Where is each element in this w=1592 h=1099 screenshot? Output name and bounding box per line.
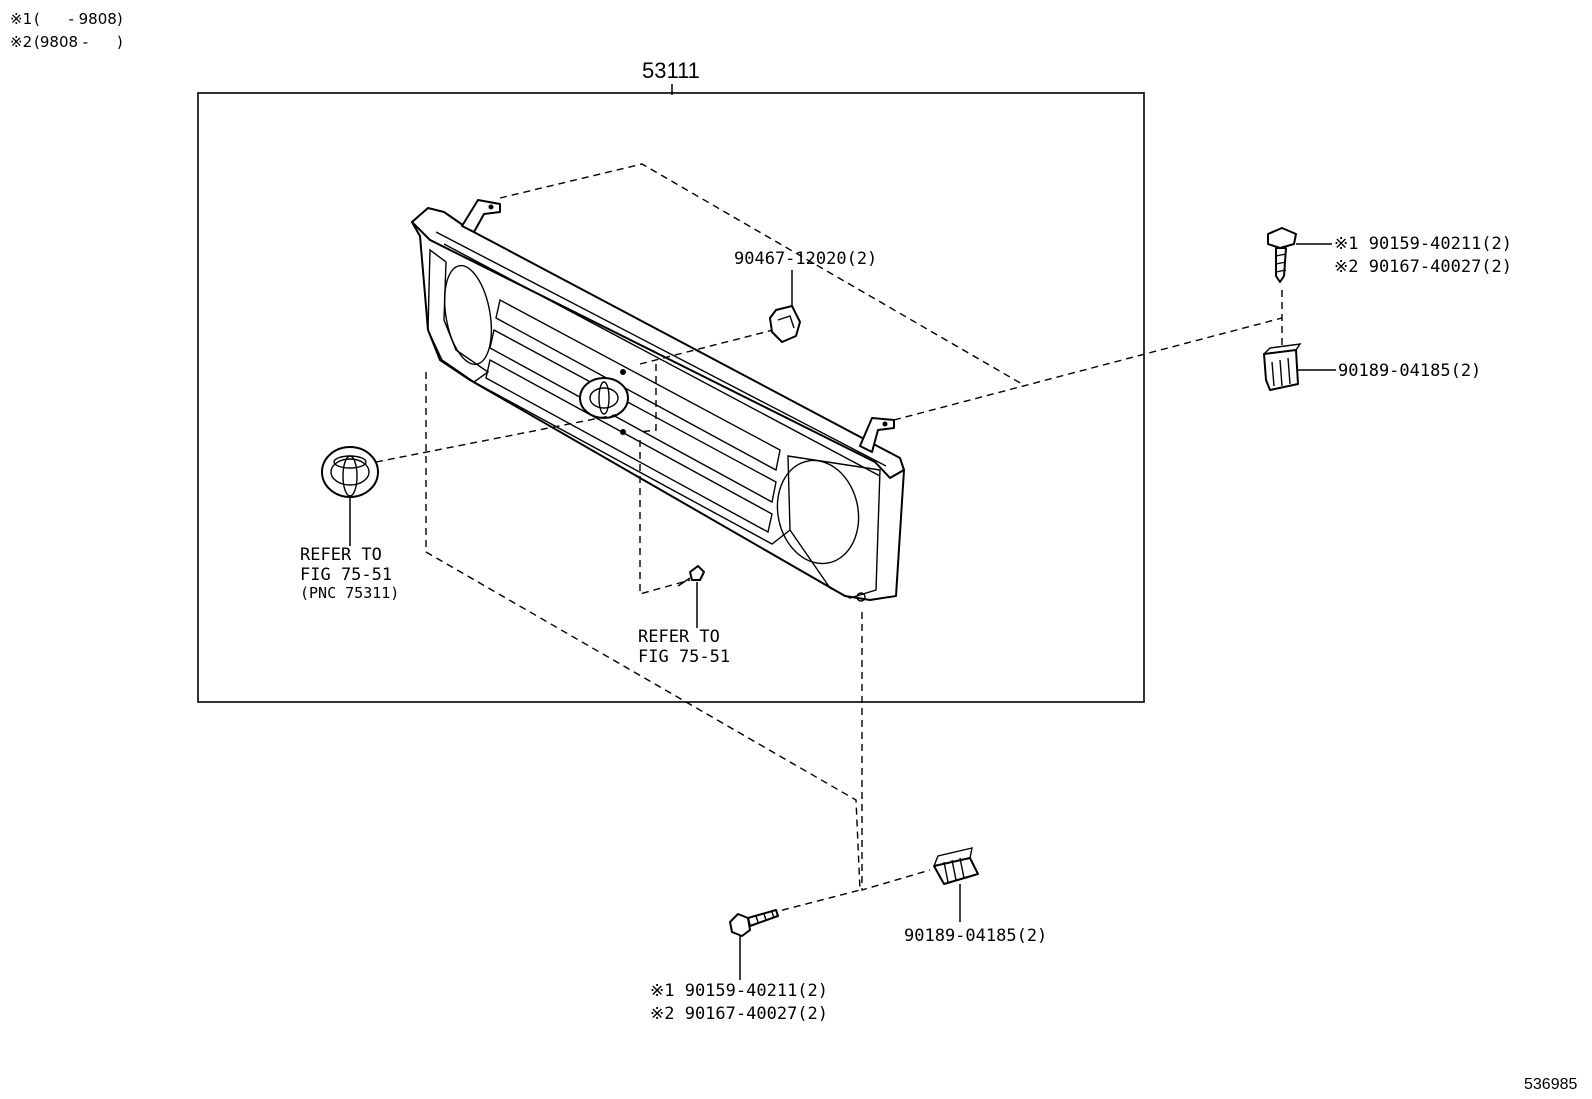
small-screw-icon[interactable] (677, 565, 705, 587)
screw-bottom-line-1[interactable]: ※1 90159-40211(2) (650, 981, 828, 1001)
emblem-refer-line-3[interactable]: (PNC 75311) (300, 584, 399, 602)
screw-top-icon[interactable] (1267, 227, 1297, 283)
small-screw-refer-line-1[interactable]: REFER TO (638, 627, 720, 647)
nut-top-icon[interactable] (1263, 343, 1302, 391)
emblem-refer-line-2[interactable]: FIG 75-51 (300, 565, 392, 585)
nut-bottom-part-number[interactable]: 90189-04185(2) (904, 926, 1047, 946)
screw-bottom-icon[interactable] (729, 909, 779, 937)
nut-bottom-icon[interactable] (933, 847, 979, 885)
nut-top-part-number[interactable]: 90189-04185(2) (1338, 361, 1481, 381)
small-screw-refer-line-2[interactable]: FIG 75-51 (638, 647, 730, 667)
screw-bottom-line-2[interactable]: ※2 90167-40027(2) (650, 1004, 828, 1024)
emblem-refer-line-1[interactable]: REFER TO (300, 545, 382, 565)
screw-top-line-2[interactable]: ※2 90167-40027(2) (1334, 257, 1512, 277)
note-2-range: (9808 - ) (34, 33, 123, 51)
clip-part-number[interactable]: 90467-12020(2) (734, 249, 877, 269)
note-1-range: ( - 9808) (34, 10, 123, 28)
radiator-grille[interactable] (411, 199, 905, 602)
screw-top-line-1[interactable]: ※1 90159-40211(2) (1334, 234, 1512, 254)
note-2-mark: ※2 (10, 33, 32, 51)
toyota-emblem-icon[interactable] (321, 446, 379, 498)
clip-icon[interactable] (769, 305, 801, 343)
assembly-part-number[interactable]: 53111 (642, 58, 700, 83)
diagram-id: 536985 (1524, 1076, 1577, 1093)
note-1-mark: ※1 (10, 10, 32, 28)
assembly-lines (375, 163, 1283, 913)
assembly-frame (197, 92, 1145, 703)
